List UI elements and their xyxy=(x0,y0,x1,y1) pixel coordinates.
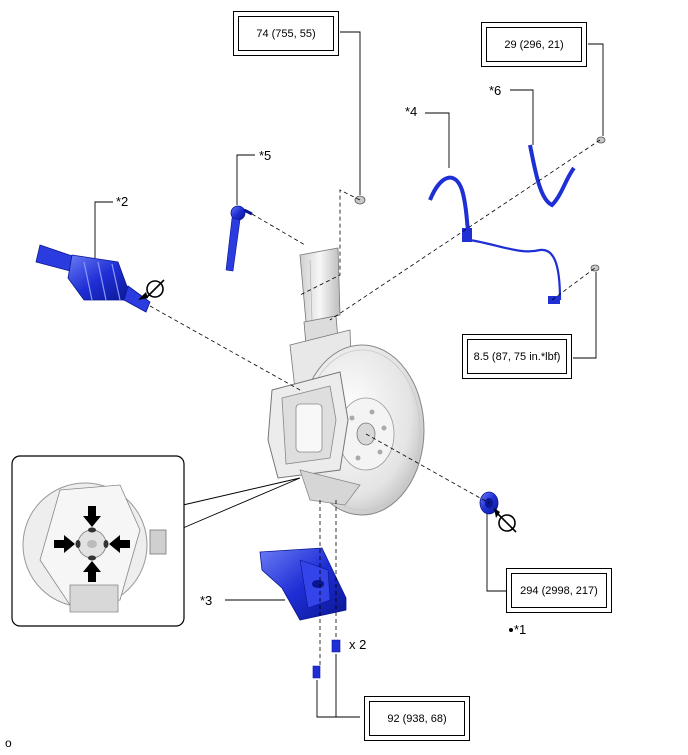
torque-spec-strut-nut: 74 (755, 55) xyxy=(233,11,339,56)
torque-spec-lower-arm-bolt: 92 (938, 68) xyxy=(364,696,470,741)
brake-caliper xyxy=(267,371,361,506)
torque-spec-sensor-bolt: 8.5 (87, 75 in.*lbf) xyxy=(462,334,572,379)
sensor-bracket xyxy=(528,144,576,208)
assembly-lines xyxy=(149,139,601,666)
drive-shaft xyxy=(35,244,151,313)
torque-spec-axle-nut: 294 (2998, 217) xyxy=(506,568,612,613)
lower-arm xyxy=(259,547,347,621)
torque-spec-strut-nut-value: 74 (755, 55) xyxy=(238,16,334,51)
torque-spec-axle-nut-value: 294 (2998, 217) xyxy=(511,573,607,608)
tie-rod-end xyxy=(225,205,253,272)
leader-lines xyxy=(94,31,604,718)
callout-label-5: *5 xyxy=(259,148,272,163)
torque-spec-sensor-bracket-bolt-value: 29 (296, 21) xyxy=(486,27,582,62)
page-mark: o xyxy=(5,736,12,750)
arrow-icon xyxy=(54,506,130,582)
speed-sensor-harness xyxy=(428,175,562,304)
no-reuse-icon xyxy=(494,508,517,533)
torque-spec-lower-arm-bolt-value: 92 (938, 68) xyxy=(369,701,465,736)
callout-label-4: *4 xyxy=(405,104,418,119)
callout-label-1: *1 xyxy=(514,622,527,637)
callout-label-6: *6 xyxy=(489,83,502,98)
callout-dot xyxy=(509,628,513,632)
bolt-quantity-label: x 2 xyxy=(349,637,367,652)
no-reuse-icon xyxy=(138,279,165,300)
torque-spec-sensor-bracket-bolt: 29 (296, 21) xyxy=(481,22,587,67)
callout-label-3: *3 xyxy=(200,593,213,608)
inset-view xyxy=(11,455,185,627)
callout-label-2: *2 xyxy=(116,194,129,209)
torque-spec-sensor-bolt-value: 8.5 (87, 75 in.*lbf) xyxy=(467,339,567,374)
